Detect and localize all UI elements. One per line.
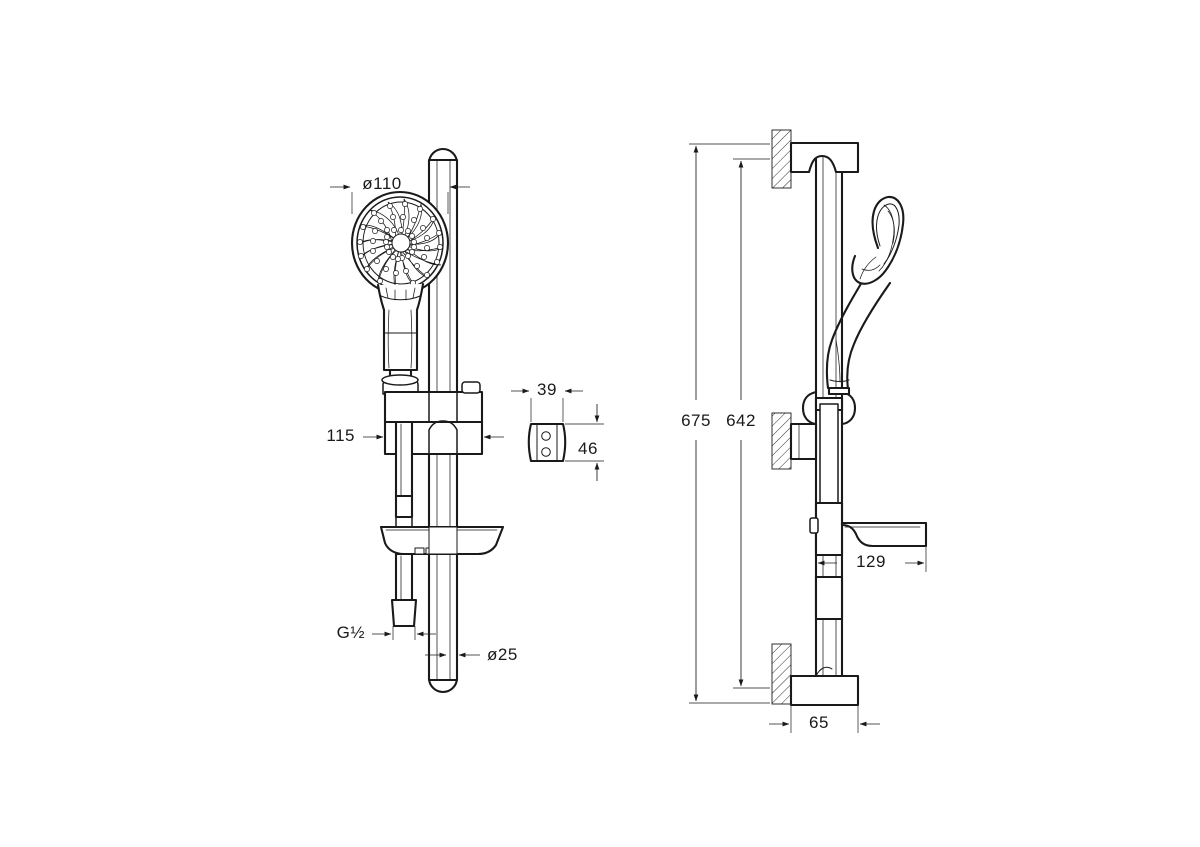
shower-head-side-face-b	[887, 210, 895, 244]
hose-upper	[394, 494, 414, 519]
handle-shade-left	[387, 309, 390, 369]
dimension-label-hose-thread: G½	[337, 623, 365, 642]
dimension-label-holder-width: 115	[326, 426, 355, 445]
handle-shade-right	[410, 309, 413, 369]
bracket-top-body	[789, 141, 860, 174]
dimension-bracket-height: 46	[565, 404, 604, 481]
dimension-overall-height: 675	[681, 143, 770, 704]
dimension-hose-thread: G½	[337, 623, 436, 642]
wall-hatch-middle	[771, 412, 792, 470]
rail-sleeve	[814, 575, 844, 621]
shower-body-side-right	[846, 281, 892, 391]
handle-collar-line	[380, 295, 421, 301]
holder-rail-cut-upper	[428, 391, 458, 423]
shower-head-side-face-d	[861, 264, 881, 271]
dimension-label-wall-projection: 65	[809, 713, 829, 732]
wall-bracket-detail-view: 39 46	[511, 380, 604, 481]
shower-handle	[376, 282, 425, 372]
nozzle-spiral-pattern	[357, 198, 443, 289]
nozzle-hub	[391, 233, 411, 253]
soap-dish-rail-cut	[428, 526, 458, 555]
dimension-rail-diameter: ø25	[425, 645, 518, 664]
dimension-label-overall-height: 675	[681, 411, 711, 430]
soap-dish-side	[809, 501, 928, 557]
bracket-screw-hole-upper	[541, 431, 551, 441]
wall-hatch-top	[771, 129, 792, 189]
slider-ring-left	[801, 390, 818, 426]
wall-sections	[771, 129, 792, 705]
holder-rail-cut-lower	[428, 420, 458, 455]
side-elevation-view: 675 642 129 65	[681, 129, 928, 733]
shower-handle-side-crease	[835, 339, 841, 383]
dimension-soap-dish-projection: 129	[815, 537, 927, 572]
dimension-bracket-centres: 642	[726, 158, 770, 689]
slider-stem-side	[819, 403, 839, 507]
dimension-label-bracket-width: 39	[537, 380, 557, 399]
soap-dish-mount-side	[814, 501, 844, 557]
hand-shower-front	[350, 190, 450, 380]
hose-connector-g-half	[390, 598, 418, 628]
soap-dish-bowl-side	[840, 521, 928, 548]
dimension-bracket-width: 39	[511, 380, 583, 422]
soap-dish-front	[379, 516, 505, 556]
holder-lever	[461, 381, 481, 394]
shower-head-side-inner	[876, 203, 900, 265]
shower-head-side-face-a	[878, 204, 895, 272]
wall-bracket-bottom	[789, 666, 860, 707]
hose-lower	[394, 552, 414, 602]
dimension-label-rail-diameter: ø25	[487, 645, 518, 664]
hand-shower-side	[825, 195, 905, 396]
wall-bracket-top	[789, 141, 860, 174]
dimension-label-head-diameter: ø110	[362, 174, 402, 193]
soap-dish-clip-side	[809, 517, 819, 534]
bracket-body	[527, 422, 567, 463]
dimension-label-soap-dish-projection: 129	[856, 552, 886, 571]
shower-outlet-side	[827, 386, 851, 396]
holder-stem	[394, 420, 414, 498]
dimension-holder-width: 115	[326, 420, 504, 446]
dimension-label-bracket-height: 46	[578, 439, 598, 458]
soap-dish-clip-a	[414, 547, 425, 555]
shower-head-side-face-c	[859, 256, 877, 280]
shower-head-side	[851, 195, 905, 285]
holder-body-upper	[383, 390, 484, 424]
bracket-bottom-curve	[815, 666, 833, 677]
dimension-label-bracket-centres: 642	[726, 411, 756, 430]
dimension-wall-projection: 65	[769, 706, 880, 733]
wall-bracket-middle	[789, 422, 818, 461]
front-elevation-view: ø110 115 ø25 G½	[326, 147, 518, 694]
handle-ribs	[385, 287, 416, 301]
bracket-mid-body	[789, 422, 818, 461]
shower-handle-side-collar	[829, 379, 850, 382]
shower-hose-front	[390, 494, 418, 628]
slider-holder-front	[381, 374, 484, 498]
shower-head-face	[362, 201, 440, 285]
bracket-screw-hole-lower	[541, 447, 551, 457]
rail-sleeve-side	[814, 575, 844, 621]
dimension-head-diameter: ø110	[330, 174, 470, 214]
nozzle-dots	[357, 201, 443, 289]
holder-cradle-top	[381, 374, 419, 386]
wall-hatch-bottom	[771, 643, 792, 705]
bracket-bottom-body	[789, 674, 860, 707]
